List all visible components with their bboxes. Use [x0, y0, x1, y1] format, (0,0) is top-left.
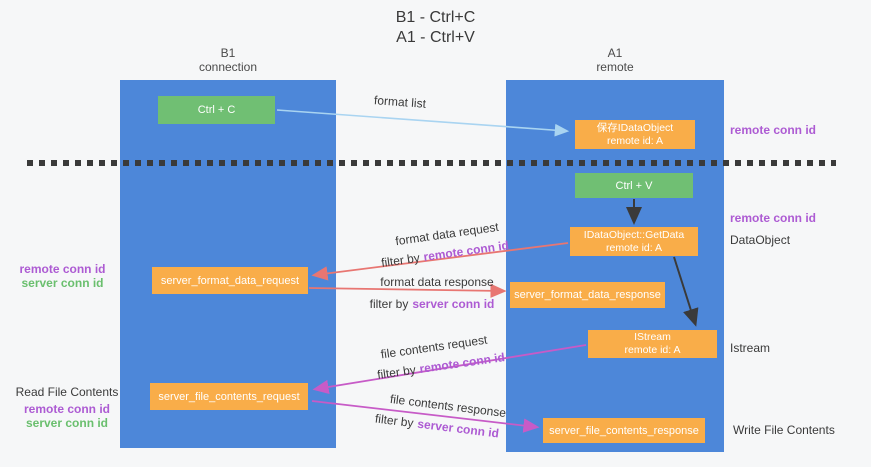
istream-line2: remote id: A — [624, 344, 681, 356]
diagram-title: B1 - Ctrl+C A1 - Ctrl+V — [0, 8, 871, 48]
dataobject-label: DataObject — [730, 233, 791, 247]
server-format-data-response-label: server_format_data_response — [514, 289, 661, 301]
format-data-response-label: format data response — [380, 275, 494, 289]
server-format-data-response-node: server_format_data_response — [510, 282, 665, 308]
left-labels-bottom: Read File Contents remote conn id server… — [11, 385, 123, 430]
ctrl-v-node: Ctrl + V — [575, 173, 693, 198]
lane-b1-name: B1 — [220, 46, 236, 60]
left-server-conn-id-mid: server conn id — [21, 276, 104, 290]
lane-b1-subtitle: connection — [198, 60, 258, 74]
ctrl-c-label: Ctrl + C — [197, 104, 236, 116]
server-conn-id-text: server conn id — [412, 297, 495, 311]
istream-side-label: Istream — [730, 341, 771, 355]
save-dataobject-line2: remote id: A — [606, 134, 664, 147]
write-file-contents-label: Write File Contents — [733, 423, 835, 437]
lane-header-a1: A1 remote — [506, 46, 724, 74]
title-line-2: A1 - Ctrl+V — [396, 29, 475, 46]
ctrl-v-label: Ctrl + V — [615, 179, 653, 192]
filter-by-text: filter by — [369, 297, 409, 311]
left-server-conn-id-bottom: server conn id — [25, 416, 109, 430]
istream-node: IStream remote id: A — [588, 330, 717, 358]
read-file-contents-label: Read File Contents — [15, 385, 119, 399]
arrow-format-data-response — [308, 283, 507, 299]
lane-header-b1: B1 connection — [120, 46, 336, 74]
ctrl-c-node: Ctrl + C — [158, 96, 275, 124]
idataobject-getdata-node: IDataObject::GetData remote id: A — [570, 227, 698, 256]
title-line-1: B1 - Ctrl+C — [395, 9, 476, 26]
server-file-contents-response-label: server_file_contents_response — [549, 424, 699, 437]
getdata-line1: IDataObject::GetData — [583, 228, 685, 241]
server-format-data-request-node: server_format_data_request — [152, 267, 308, 294]
arrow-getdata-to-istream — [673, 256, 699, 327]
server-file-contents-request-label: server_file_contents_request — [158, 390, 300, 403]
arrow-file-contents-request — [312, 344, 587, 395]
left-conn-id-labels-mid: remote conn id server conn id — [15, 262, 110, 290]
getdata-line2: remote id: A — [605, 241, 663, 254]
save-dataobject-line1: 保存IDataObject — [596, 121, 674, 134]
lane-a1-name: A1 — [607, 46, 623, 60]
lane-a1-subtitle: remote — [596, 60, 634, 74]
arrow-file-contents-response — [311, 400, 540, 433]
remote-conn-id-label-mid-right: remote conn id — [730, 211, 817, 225]
left-remote-conn-id-bottom: remote conn id — [23, 402, 110, 416]
server-file-contents-response-node: server_file_contents_response — [543, 418, 705, 443]
arrow-format-data-request — [311, 242, 569, 281]
server-format-data-request-label: server_format_data_request — [160, 274, 300, 287]
left-remote-conn-id-mid: remote conn id — [19, 262, 106, 276]
server-file-contents-request-node: server_file_contents_request — [150, 383, 308, 410]
arrow-format-list — [276, 109, 570, 137]
remote-conn-id-label-top-right: remote conn id — [730, 123, 817, 137]
istream-line1: IStream — [634, 331, 671, 343]
save-dataobject-node: 保存IDataObject remote id: A — [575, 120, 695, 149]
